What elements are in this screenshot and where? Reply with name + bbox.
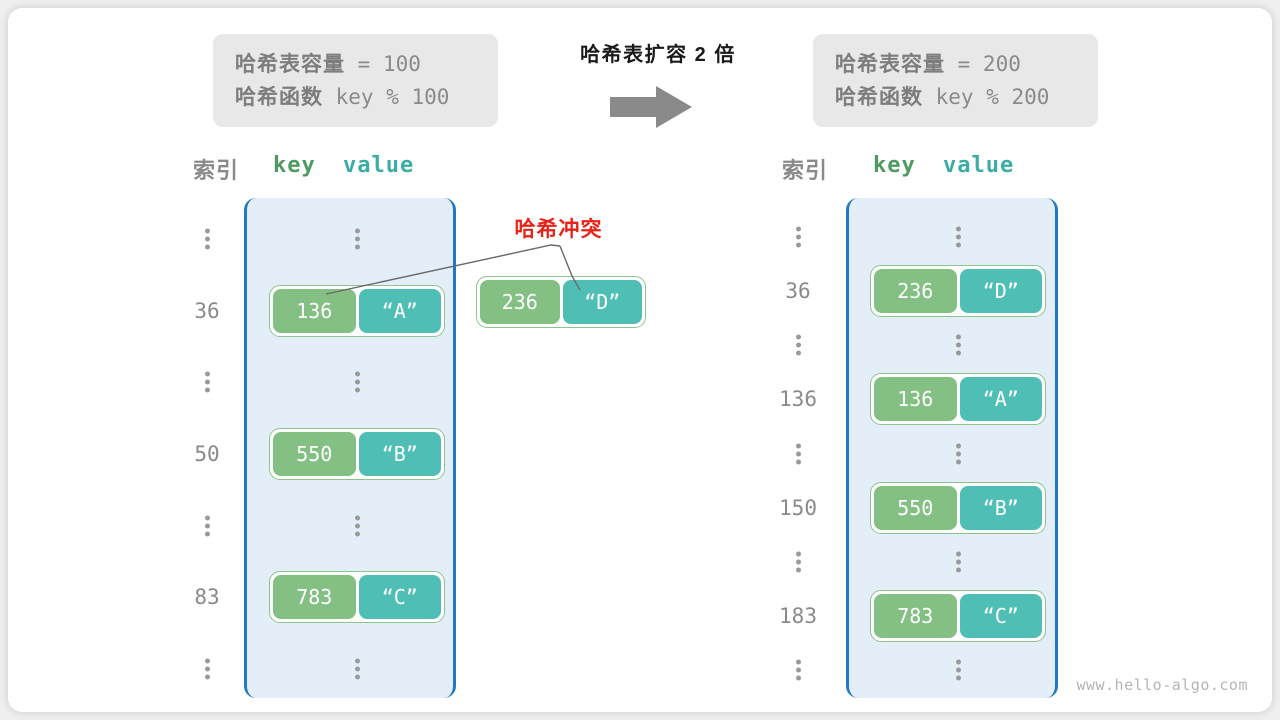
right-header-key: key (873, 153, 916, 178)
bucket-ellipsis (350, 512, 364, 539)
pair-key: 783 (874, 593, 957, 638)
left-header-value: value (343, 153, 415, 178)
capacity-line-before: 哈希表容量 = 100 (235, 48, 476, 81)
pair-value: “C” (959, 593, 1042, 638)
colliding-pair-key: 236 (480, 280, 560, 324)
capacity-expr-after: = 200 (945, 52, 1021, 76)
function-label-after: 哈希函数 (835, 86, 923, 109)
index-ellipsis (791, 440, 805, 467)
bucket-ellipsis (350, 369, 364, 396)
function-line-before: 哈希函数 key % 100 (235, 81, 476, 114)
index-label: 36 (785, 279, 811, 304)
capacity-expr-before: = 100 (345, 52, 421, 76)
right-arrow-icon (610, 86, 692, 128)
index-label: 83 (194, 585, 220, 610)
pair-key: 136 (273, 288, 356, 333)
bucket-ellipsis (350, 656, 364, 683)
index-ellipsis (791, 548, 805, 575)
key-value-pair[interactable]: 136“A” (870, 373, 1046, 426)
key-value-pair[interactable]: 783“C” (870, 589, 1046, 642)
index-ellipsis (200, 369, 214, 396)
bucket-ellipsis (350, 226, 364, 253)
right-header-value: value (943, 153, 1015, 178)
colliding-pair[interactable]: 236 “D” (476, 276, 646, 328)
capacity-label-after: 哈希表容量 (835, 53, 945, 76)
capacity-label-before: 哈希表容量 (235, 53, 345, 76)
function-label-before: 哈希函数 (235, 86, 323, 109)
collision-label: 哈希冲突 (514, 218, 603, 241)
function-line-after: 哈希函数 key % 200 (835, 81, 1076, 114)
capacity-line-after: 哈希表容量 = 200 (835, 48, 1076, 81)
index-ellipsis (791, 332, 805, 359)
diagram-card: 哈希表容量 = 100 哈希函数 key % 100 哈希表扩容 2 倍 哈希表… (8, 8, 1272, 712)
index-ellipsis (791, 657, 805, 684)
index-ellipsis (791, 224, 805, 251)
bucket-ellipsis (951, 657, 965, 684)
pair-value: “B” (959, 485, 1042, 530)
index-label: 150 (779, 495, 817, 520)
index-label: 183 (779, 603, 817, 628)
index-label: 50 (194, 442, 220, 466)
pair-value: “A” (358, 288, 441, 333)
info-box-before: 哈希表容量 = 100 哈希函数 key % 100 (213, 34, 498, 127)
pair-key: 783 (273, 575, 356, 620)
watermark: www.hello-algo.com (1076, 676, 1248, 694)
key-value-pair[interactable]: 550“B” (870, 481, 1046, 534)
pair-value: “C” (358, 575, 441, 620)
pair-value: “B” (358, 432, 441, 476)
index-label: 136 (779, 387, 817, 412)
bucket-ellipsis (951, 224, 965, 251)
key-value-pair[interactable]: 236“D” (870, 265, 1046, 318)
pair-key: 550 (874, 485, 957, 530)
function-expr-before: key % 100 (323, 85, 450, 109)
left-header-index: 索引 (192, 158, 239, 183)
index-ellipsis (200, 512, 214, 539)
pair-value: “D” (959, 269, 1042, 314)
pair-key: 550 (273, 432, 356, 476)
function-expr-after: key % 200 (923, 85, 1050, 109)
index-ellipsis (200, 226, 214, 253)
pair-value: “A” (959, 377, 1042, 422)
pair-key: 136 (874, 377, 957, 422)
bucket-ellipsis (951, 332, 965, 359)
transform-title: 哈希表扩容 2 倍 (580, 44, 736, 66)
pair-key: 236 (874, 269, 957, 314)
key-value-pair[interactable]: 136“A” (269, 284, 445, 337)
bucket-ellipsis (951, 440, 965, 467)
colliding-pair-value: “D” (562, 280, 642, 324)
key-value-pair[interactable]: 783“C” (269, 571, 445, 624)
right-header-index: 索引 (781, 158, 828, 183)
key-value-pair[interactable]: 550“B” (269, 428, 445, 480)
index-label: 36 (194, 298, 220, 323)
left-header-key: key (273, 153, 316, 178)
index-ellipsis (200, 656, 214, 683)
info-box-after: 哈希表容量 = 200 哈希函数 key % 200 (813, 34, 1098, 127)
bucket-ellipsis (951, 548, 965, 575)
